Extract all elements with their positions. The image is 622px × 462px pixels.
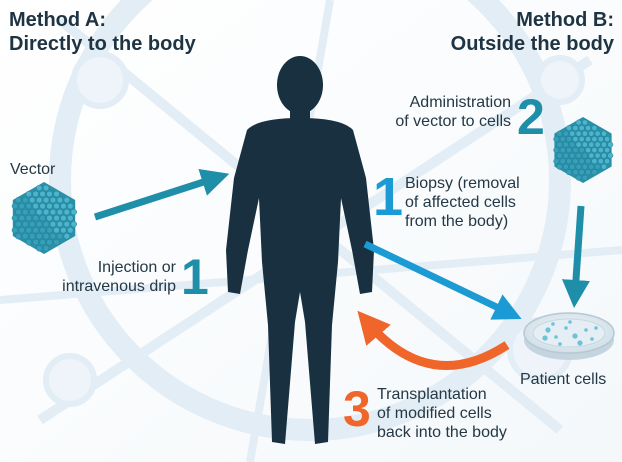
transplant-line2: of modified cells (377, 404, 507, 423)
administration-line1: Administration (395, 93, 511, 112)
biopsy-line2: of affected cells (405, 193, 520, 212)
step-number-injection: 1 (181, 252, 209, 302)
administration-line2: of vector to cells (395, 112, 511, 131)
biopsy-line1: Biopsy (removal (405, 174, 520, 193)
biopsy-line3: from the body) (405, 212, 520, 231)
injection-line2: intravenous drip (62, 277, 176, 296)
step-number-administration: 2 (517, 92, 545, 142)
transplant-label: Transplantation of modified cells back i… (377, 385, 507, 443)
petri-dish-icon (524, 313, 614, 360)
method-b-line2: Outside the body (451, 32, 614, 56)
method-b-line1: Method B: (451, 8, 614, 32)
transplant-line1: Transplantation (377, 385, 507, 404)
method-a-line1: Method A: (9, 8, 196, 32)
method-b-title: Method B: Outside the body (451, 8, 614, 56)
biopsy-label: Biopsy (removal of affected cells from t… (405, 174, 520, 232)
method-a-title: Method A: Directly to the body (9, 8, 196, 56)
injection-line1: Injection or (62, 258, 176, 277)
injection-label: Injection or intravenous drip (62, 258, 176, 296)
transplant-line3: back into the body (377, 423, 507, 442)
vector-label: Vector (10, 160, 55, 179)
method-a-line2: Directly to the body (9, 32, 196, 56)
administration-label: Administration of vector to cells (395, 93, 511, 131)
step-number-transplant: 3 (343, 384, 371, 434)
patient-cells-label: Patient cells (520, 370, 606, 389)
step-number-biopsy: 1 (373, 170, 403, 224)
